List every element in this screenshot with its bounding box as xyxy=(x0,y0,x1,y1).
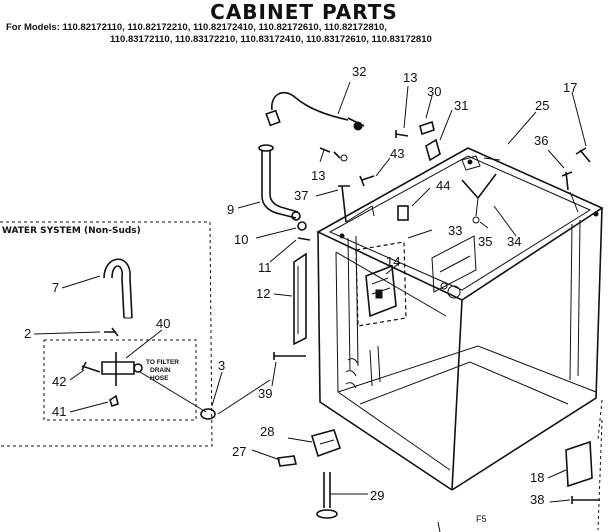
callout-12: 12 xyxy=(256,286,270,301)
callout-43: 43 xyxy=(390,146,404,161)
part-34-35-tie xyxy=(461,173,497,224)
water-system-inset xyxy=(0,221,216,447)
callout-35: 35 xyxy=(478,234,492,249)
part-12-valve xyxy=(293,252,307,346)
part-30-31-clip xyxy=(419,120,441,162)
part-36-bolt xyxy=(561,171,579,213)
callout-numbers: 32 13 30 31 17 25 36 43 13 37 44 9 10 33… xyxy=(24,64,577,507)
model-list: For Models: 110.82172110, 110.82172210, … xyxy=(6,22,606,46)
callout-38: 38 xyxy=(530,492,544,507)
callout-13-top: 13 xyxy=(403,70,417,85)
part-27-spring xyxy=(277,455,297,467)
part-33-outline xyxy=(355,241,407,327)
callout-3: 3 xyxy=(218,358,225,373)
footer-code: F5 xyxy=(476,514,487,524)
part-38-screw xyxy=(571,496,600,504)
callout-30: 30 xyxy=(427,84,441,99)
filter-note-line-3: HOSE xyxy=(150,375,169,382)
callout-37: 37 xyxy=(294,188,308,203)
callout-40: 40 xyxy=(156,316,170,331)
footer-tick xyxy=(437,521,441,532)
callout-44: 44 xyxy=(436,178,450,193)
part-28-bracket xyxy=(310,429,342,458)
callout-27: 27 xyxy=(232,444,246,459)
callout-42: 42 xyxy=(52,374,66,389)
part-13-screw-top xyxy=(395,130,409,138)
filter-note-line-2: DRAIN xyxy=(150,367,171,374)
leader-lines xyxy=(33,81,587,503)
part-44-bracket xyxy=(397,205,409,221)
callout-10: 10 xyxy=(234,232,248,247)
part-17-screw xyxy=(575,147,591,163)
callout-36: 36 xyxy=(534,133,548,148)
callout-33: 33 xyxy=(448,223,462,238)
cabinet xyxy=(316,147,604,491)
callout-14: 14 xyxy=(386,254,400,269)
model-list-line-1: For Models: 110.82172110, 110.82172210, … xyxy=(6,22,387,33)
callout-29: 29 xyxy=(370,488,384,503)
callout-41: 41 xyxy=(52,404,66,419)
callout-7: 7 xyxy=(52,280,59,295)
callout-31: 31 xyxy=(454,98,468,113)
callout-11: 11 xyxy=(258,260,272,275)
callout-25: 25 xyxy=(535,98,549,113)
part-18-bracket xyxy=(565,440,593,488)
callout-34: 34 xyxy=(507,234,521,249)
callout-18: 18 xyxy=(530,470,544,485)
cabinet-guide-lines xyxy=(597,399,603,531)
part-13-screw-mid xyxy=(319,147,348,162)
callout-28: 28 xyxy=(260,424,274,439)
callout-9: 9 xyxy=(227,202,234,217)
part-29-leg xyxy=(316,472,338,519)
water-system-heading: WATER SYSTEM (Non-Suds) xyxy=(2,226,141,236)
part-14-switch xyxy=(365,264,397,318)
part-10-11-clamp xyxy=(297,221,311,241)
callout-17: 17 xyxy=(563,80,577,95)
part-32-cable xyxy=(265,92,365,131)
model-list-line-2: 110.83172110, 110.83172210, 110.83172410… xyxy=(110,34,432,45)
diagram-title: CABINET PARTS xyxy=(210,0,398,24)
filter-note-line-1: TO FILTER xyxy=(146,359,179,366)
part-37-bolt xyxy=(338,185,375,223)
callout-2: 2 xyxy=(24,326,31,341)
part-39-bolt xyxy=(273,352,306,360)
callout-13-mid: 13 xyxy=(311,168,325,183)
callout-32: 32 xyxy=(352,64,366,79)
callout-39: 39 xyxy=(258,386,272,401)
part-43-screw xyxy=(359,175,375,187)
part-9-hose xyxy=(258,144,301,221)
